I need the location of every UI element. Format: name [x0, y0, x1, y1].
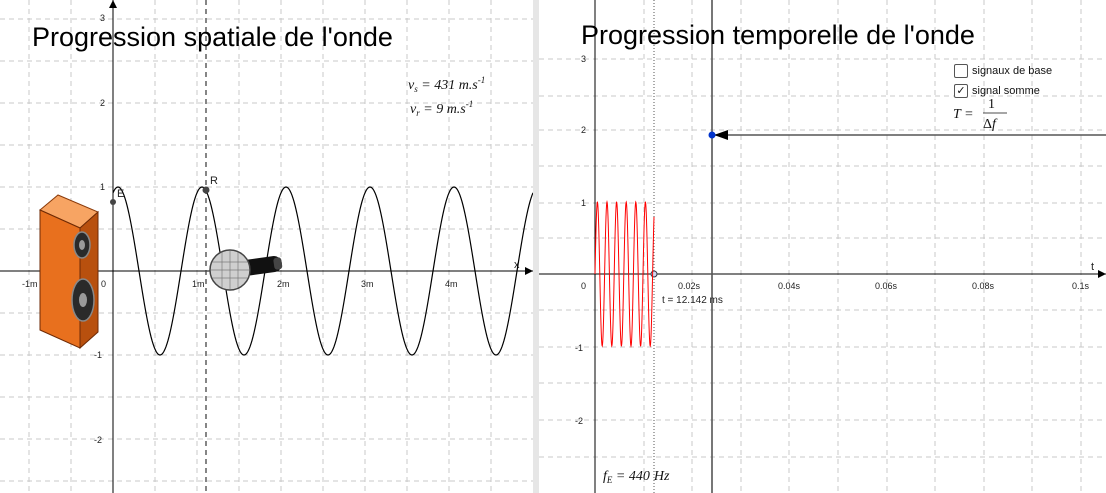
spatial-graph-canvas[interactable]: x -1m 0 1m 2m 3m 4m 3 2 1 -1 -2 E R vs =… [0, 0, 533, 493]
receiver-point-label: R [210, 175, 218, 187]
x-axis-label: x [514, 259, 520, 271]
x-axis-arrow [525, 267, 533, 275]
spatial-title: Progression spatiale de l'onde [32, 22, 393, 52]
spatial-graph-panel[interactable]: x -1m 0 1m 2m 3m 4m 3 2 1 -1 -2 E R vs =… [0, 0, 533, 493]
x-tick-label: 4m [445, 279, 458, 289]
y-tick-label: 1 [100, 182, 105, 192]
vs-formula: vs = 431 m.s-1 [408, 75, 485, 94]
sum-signal-checkbox-box[interactable]: ✓ [954, 84, 968, 98]
x-tick-label: 0 [101, 279, 106, 289]
emitter-point-label: E [117, 188, 124, 200]
sum-signal-checkbox[interactable]: ✓ signal somme [954, 84, 1040, 98]
temporal-graph-canvas[interactable]: t 0 0.02s 0.04s 0.06s 0.08s 0.1s 3 2 1 -… [539, 0, 1106, 493]
x-tick-label: 3m [361, 279, 374, 289]
vr-formula: vr = 9 m.s-1 [410, 99, 473, 118]
t-axis-label: t [1091, 261, 1094, 273]
microphone-icon[interactable] [209, 249, 283, 291]
y-tick-label: 2 [100, 98, 105, 108]
period-arrowhead [714, 130, 728, 140]
t-axis-arrow [1098, 270, 1106, 278]
time-cursor-point[interactable] [650, 270, 658, 278]
svg-text:1: 1 [988, 97, 995, 112]
y-tick-label: 3 [581, 54, 586, 64]
y-tick-label: -1 [94, 350, 102, 360]
period-point[interactable] [708, 131, 716, 139]
svg-text:Δf: Δf [983, 117, 998, 132]
t-tick-label: 0.1s [1072, 281, 1090, 291]
y-tick-label: -1 [575, 343, 583, 353]
speaker-icon[interactable] [39, 194, 99, 350]
temporal-title: Progression temporelle de l'onde [581, 20, 975, 50]
y-axis-arrow [109, 0, 117, 8]
y-tick-label: 3 [100, 13, 105, 23]
receiver-point[interactable] [202, 186, 210, 194]
x-tick-label: 2m [277, 279, 290, 289]
temporal-signal-curve [594, 200, 655, 348]
t-tick-label: 0.06s [875, 281, 898, 291]
t-tick-label: 0 [581, 281, 586, 291]
svg-text:=: = [965, 107, 973, 122]
emitter-point[interactable] [110, 199, 116, 205]
time-readout: t = 12.142 ms [662, 295, 723, 306]
temporal-graph-panel[interactable]: t 0 0.02s 0.04s 0.06s 0.08s 0.1s 3 2 1 -… [539, 0, 1106, 493]
base-signals-checkbox-box[interactable] [954, 64, 968, 78]
base-signals-checkbox-label: signaux de base [972, 65, 1053, 77]
x-tick-label: 1m [192, 279, 205, 289]
t-tick-label: 0.02s [678, 281, 701, 291]
period-formula: T = 1 Δf [953, 97, 1007, 132]
y-tick-label: 2 [581, 125, 586, 135]
temporal-grid [539, 0, 1106, 493]
spatial-wave-curve [112, 186, 533, 356]
y-tick-label: 1 [581, 198, 586, 208]
y-tick-label: -2 [94, 435, 102, 445]
t-tick-label: 0.04s [778, 281, 801, 291]
sum-signal-checkbox-label: signal somme [972, 85, 1040, 97]
x-tick-label: -1m [22, 279, 38, 289]
svg-text:T: T [953, 107, 962, 122]
y-tick-label: -2 [575, 416, 583, 426]
t-tick-label: 0.08s [972, 281, 995, 291]
base-signals-checkbox[interactable]: signaux de base [954, 64, 1052, 78]
panel-splitter[interactable] [533, 0, 539, 493]
